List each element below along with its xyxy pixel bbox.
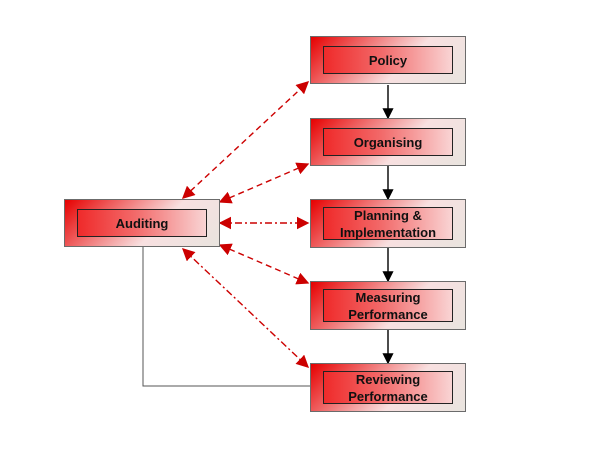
organising-label: Organising: [353, 134, 423, 150]
organising-node-inner: Organising: [323, 128, 453, 156]
policy-node-inner: Policy: [323, 46, 453, 74]
auditing-node-inner: Auditing: [77, 209, 207, 237]
planning-label: Planning & Implementation: [339, 207, 437, 240]
policy-label: Policy: [368, 52, 408, 68]
planning-node[interactable]: Planning & Implementation: [310, 199, 466, 248]
audit-link-policy: [181, 81, 310, 199]
organising-node[interactable]: Organising: [310, 118, 466, 166]
measuring-node-inner: Measuring Performance: [323, 289, 453, 322]
audit-link-measuring: [218, 243, 310, 285]
auditing-node[interactable]: Auditing: [64, 199, 220, 247]
measuring-node[interactable]: Measuring Performance: [310, 281, 466, 330]
planning-node-inner: Planning & Implementation: [323, 207, 453, 240]
reviewing-node-inner: Reviewing Performance: [323, 371, 453, 404]
reviewing-node[interactable]: Reviewing Performance: [310, 363, 466, 412]
audit-link-reviewing: [181, 248, 310, 368]
policy-node[interactable]: Policy: [310, 36, 466, 84]
audit-link-organising: [218, 162, 310, 204]
reviewing-label: Reviewing Performance: [348, 371, 428, 404]
feedback-line-reviewing-auditing: [142, 246, 310, 387]
measuring-label: Measuring Performance: [348, 289, 428, 322]
auditing-label: Auditing: [115, 215, 169, 231]
